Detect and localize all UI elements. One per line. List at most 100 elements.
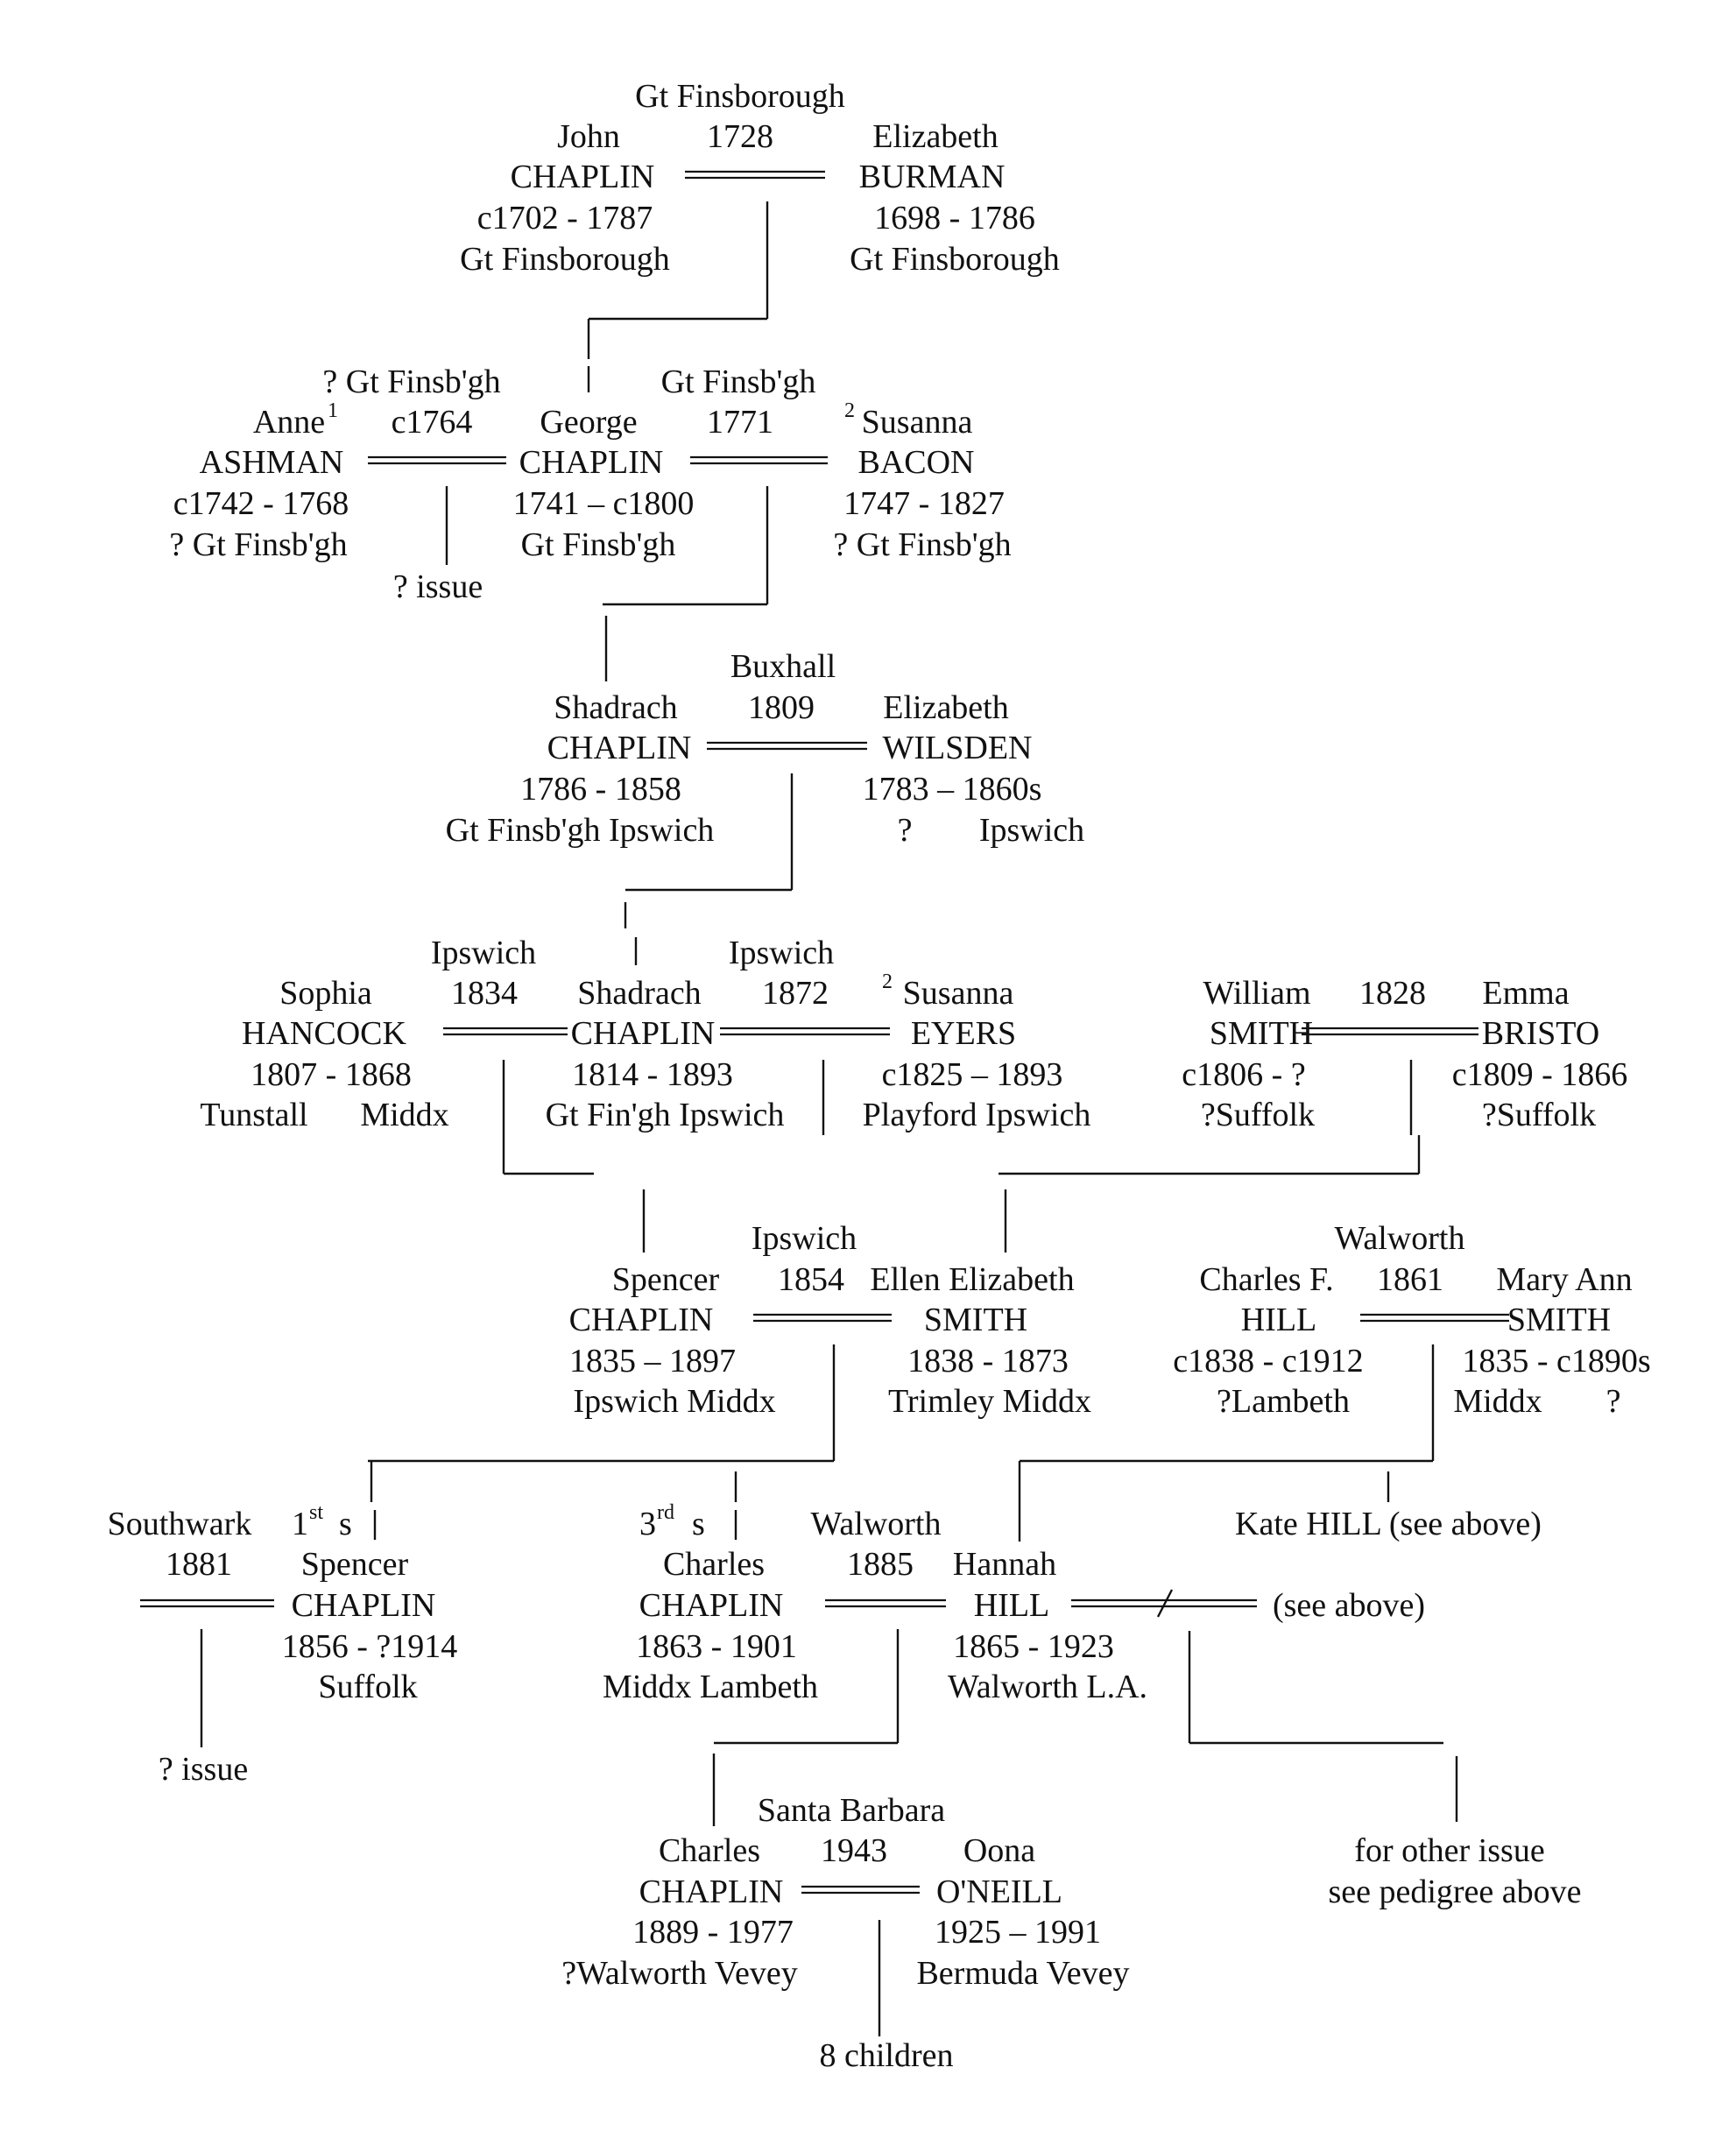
surname: BRISTO: [1482, 1015, 1599, 1052]
life-places: Middx: [1453, 1383, 1542, 1420]
surname: CHAPLIN: [569, 1302, 714, 1338]
life-dates: c1702 - 1787: [477, 200, 653, 236]
given-name: Oona: [963, 1832, 1035, 1869]
life-dates: c1825 – 1893: [882, 1056, 1063, 1093]
life-dates: 1863 - 1901: [636, 1628, 797, 1665]
surname: SMITH: [1210, 1015, 1313, 1052]
life-places: ?Suffolk: [1201, 1097, 1315, 1133]
given-name: Elizabeth: [872, 118, 998, 155]
wife-marker: 2: [844, 399, 855, 422]
given-name: Ellen Elizabeth: [870, 1261, 1074, 1298]
divorce-slash: [1156, 1589, 1174, 1618]
life-dates: 1786 - 1858: [520, 771, 681, 808]
issue-note: ? issue: [159, 1751, 248, 1788]
life-dates: c1742 - 1768: [173, 485, 349, 522]
marriage-year: 1943: [821, 1832, 887, 1869]
given-name: Hannah: [953, 1546, 1056, 1583]
life-places: Gt Finsb'gh: [521, 526, 676, 563]
life-places: Walworth L.A.: [948, 1669, 1147, 1705]
life-places: Gt Finsb'gh Ipswich: [446, 812, 715, 849]
surname: CHAPLIN: [547, 730, 692, 766]
marriage-year: 1854: [778, 1261, 844, 1298]
given-name: Charles F.: [1199, 1261, 1333, 1298]
life-dates: 1698 - 1786: [874, 200, 1035, 236]
surname: ASHMAN: [200, 444, 344, 481]
life-dates: 1835 – 1897: [569, 1343, 736, 1380]
life-places: Middx: [360, 1097, 448, 1133]
marriage-place: Santa Barbara: [758, 1792, 945, 1829]
life-places: ?Lambeth: [1217, 1383, 1350, 1420]
surname: CHAPLIN: [511, 159, 655, 195]
life-dates: 1856 - ?1914: [282, 1628, 458, 1665]
life-dates: 1889 - 1977: [632, 1914, 794, 1951]
son-order: 3: [639, 1506, 656, 1542]
life-places: ?Suffolk: [1482, 1097, 1596, 1133]
marriage-year: 1771: [707, 404, 773, 441]
surname: BACON: [857, 444, 974, 481]
marriage-place: Ipswich: [752, 1220, 857, 1257]
marriage-place: Ipswich: [431, 935, 536, 971]
marriage-year: 1834: [451, 975, 518, 1012]
wife-marker: 1: [328, 399, 338, 422]
marriage-year: 1885: [847, 1546, 914, 1583]
son-order-suffix: st: [309, 1501, 323, 1524]
marriage-year: 1728: [707, 118, 773, 155]
given-name: Spencer: [301, 1546, 409, 1583]
life-places: Bermuda Vevey: [916, 1955, 1129, 1992]
life-dates: 1814 - 1893: [572, 1056, 733, 1093]
given-name: Shadrach: [577, 975, 701, 1012]
given-name: Anne: [253, 404, 325, 441]
given-name: William: [1203, 975, 1311, 1012]
life-dates: 1925 – 1991: [935, 1914, 1101, 1951]
son-order: 1: [292, 1506, 308, 1542]
other-issue-note: for other issue: [1354, 1832, 1544, 1869]
sibling-note: Kate HILL (see above): [1235, 1506, 1542, 1542]
given-name: Spencer: [612, 1261, 720, 1298]
surname: CHAPLIN: [639, 1873, 784, 1910]
marriage-year: 1872: [762, 975, 829, 1012]
life-places: ? Gt Finsb'gh: [169, 526, 347, 563]
life-dates: 1838 - 1873: [907, 1343, 1069, 1380]
given-name: Susanna: [862, 404, 973, 441]
life-places: Gt Finsborough: [460, 241, 670, 278]
given-name: Mary Ann: [1496, 1261, 1632, 1298]
surname: CHAPLIN: [519, 444, 664, 481]
life-places: Ipswich Middx: [573, 1383, 775, 1420]
marriage-place: Buxhall: [730, 648, 836, 685]
marriage-place: Walworth: [1335, 1220, 1465, 1257]
marriage-place: ? Gt Finsb'gh: [322, 363, 500, 400]
marriage-year: 1828: [1359, 975, 1426, 1012]
life-dates: 1807 - 1868: [251, 1056, 412, 1093]
life-places: Gt Finsborough: [850, 241, 1060, 278]
life-places: ?: [1606, 1383, 1621, 1420]
given-name: Charles: [663, 1546, 765, 1583]
marriage-place: Ipswich: [729, 935, 834, 971]
surname: WILSDEN: [883, 730, 1033, 766]
life-dates: 1741 – c1800: [513, 485, 695, 522]
life-places: Suffolk: [318, 1669, 417, 1705]
marriage-year: 1861: [1377, 1261, 1443, 1298]
life-dates: 1783 – 1860s: [863, 771, 1042, 808]
given-name: George: [540, 404, 637, 441]
life-dates: c1838 - c1912: [1173, 1343, 1363, 1380]
given-name: Susanna: [903, 975, 1014, 1012]
wife-marker: 2: [882, 970, 893, 993]
life-places: Tunstall: [200, 1097, 307, 1133]
life-places: ? Gt Finsb'gh: [833, 526, 1011, 563]
other-issue-note: see pedigree above: [1328, 1873, 1581, 1910]
surname: CHAPLIN: [639, 1587, 784, 1624]
marriage-place: Gt Finsb'gh: [661, 363, 816, 400]
marriage-place: Walworth: [811, 1506, 942, 1542]
life-dates: 1865 - 1923: [953, 1628, 1114, 1665]
life-places: Gt Fin'gh Ipswich: [546, 1097, 785, 1133]
surname: EYERS: [911, 1015, 1016, 1052]
cross-reference: (see above): [1273, 1587, 1425, 1624]
life-places: ?Walworth Vevey: [561, 1955, 798, 1992]
given-name: Shadrach: [554, 689, 677, 726]
surname: SMITH: [1507, 1302, 1611, 1338]
given-name: John: [557, 118, 620, 155]
surname: BURMAN: [859, 159, 1006, 195]
marriage-year: 1881: [166, 1546, 232, 1583]
life-dates: 1747 - 1827: [843, 485, 1005, 522]
